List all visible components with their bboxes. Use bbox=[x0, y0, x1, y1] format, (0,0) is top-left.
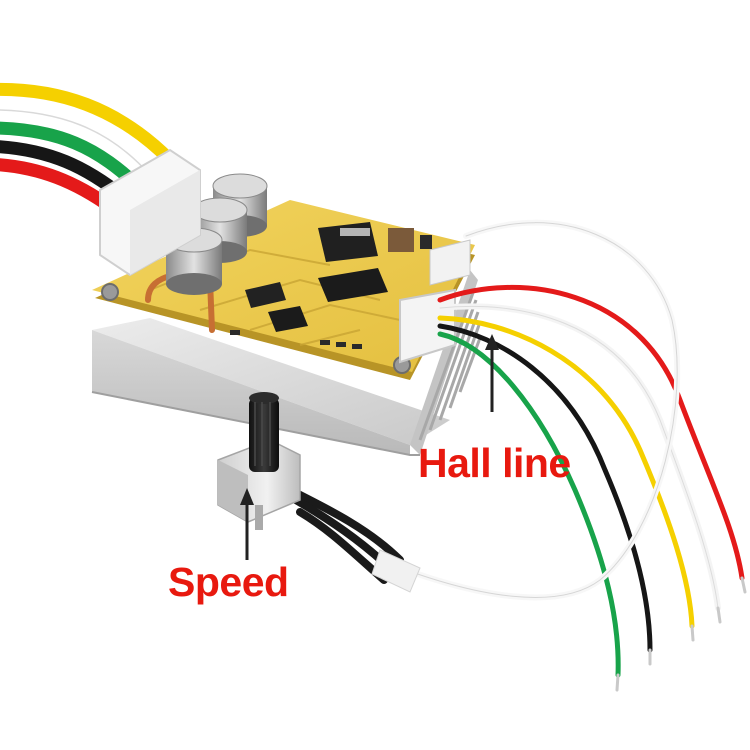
hall-line-label: Hall line bbox=[418, 440, 571, 486]
potentiometer bbox=[217, 392, 421, 593]
speed-label: Speed bbox=[168, 559, 289, 605]
power-connector bbox=[99, 148, 201, 277]
pcb-board bbox=[92, 200, 475, 380]
annotation-arrows bbox=[240, 334, 499, 560]
heatsink bbox=[91, 270, 482, 456]
